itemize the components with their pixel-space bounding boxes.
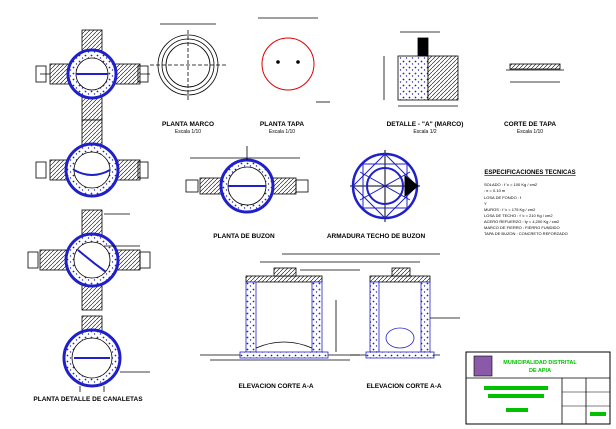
canaleta-detail-4 (62, 315, 150, 392)
title-planta-marco: PLANTA MARCO (162, 121, 214, 128)
specs-block: ESPECIFICACIONES TECNICAS SOLADO : f 'c … (484, 170, 576, 236)
scale-planta-tapa: Escala 1/10 (269, 129, 295, 135)
spec-line-4: MUROS : f 'c = 175 Kg / cm2 (484, 207, 536, 212)
planta-tapa-drawing (258, 17, 330, 103)
spec-line-1: : e = 0.10 m (484, 188, 506, 193)
spec-line-5: LOSA DE TECHO : f 'c = 210 Kg / cm2 (484, 213, 553, 218)
scale-detalle-a: Escala 1/2 (413, 129, 437, 135)
spec-line-0: SOLADO : f 'c = 100 Kg / cm2 (484, 182, 538, 187)
title-elevacion-2: ELEVACION CORTE A-A (366, 383, 441, 390)
spec-line-8: TAPA DE BUZON : CONCRETO REFORZADO (484, 231, 568, 236)
scale-corte-tapa: Escala 1/10 (517, 129, 543, 135)
title-planta-buzon: PLANTA DE BUZON (213, 233, 275, 240)
elevacion-1-drawing (200, 253, 440, 361)
title-planta-tapa: PLANTA TAPA (260, 121, 304, 128)
title-detalle-a: DETALLE - "A" (MARCO) (387, 121, 464, 128)
title-block: MUNICIPALIDAD DISTRITAL DE APIA (465, 351, 611, 425)
canaleta-detail-3 (27, 209, 151, 311)
planta-buzon-drawing (185, 146, 309, 214)
spec-line-6: ACERO REFUERZO : fy = 4,200 Kg / cm2 (484, 219, 560, 224)
title-block-line1: MUNICIPALIDAD DISTRITAL (503, 360, 577, 366)
elevacion-2-drawing (350, 267, 460, 359)
corte-tapa-drawing (506, 63, 564, 83)
spec-line-7: MARCO DE FIERRO : FIERRO FUNDIDO (484, 225, 560, 230)
title-planta-canaletas: PLANTA DETALLE DE CANALETAS (33, 396, 143, 403)
title-block-line2: DE APIA (529, 368, 551, 374)
title-armadura: ARMADURA TECHO DE BUZON (327, 233, 426, 240)
sheet-border (611, 0, 616, 429)
armadura-drawing (350, 150, 420, 222)
spec-line-2: LOSA DE FONDO : f (484, 195, 522, 200)
planta-marco-drawing (150, 23, 226, 100)
specs-heading: ESPECIFICACIONES TECNICAS (484, 170, 575, 176)
spec-line-3: Y (484, 201, 487, 206)
canaleta-detail-2 (35, 119, 149, 198)
detalle-a-drawing (383, 31, 459, 107)
scale-planta-marco: Escala 1/10 (175, 129, 201, 135)
municipal-seal-icon (473, 355, 493, 377)
title-corte-tapa: CORTE DE TAPA (504, 121, 556, 128)
canaleta-detail-1 (35, 29, 150, 121)
title-elevacion-1: ELEVACION CORTE A-A (238, 383, 313, 390)
